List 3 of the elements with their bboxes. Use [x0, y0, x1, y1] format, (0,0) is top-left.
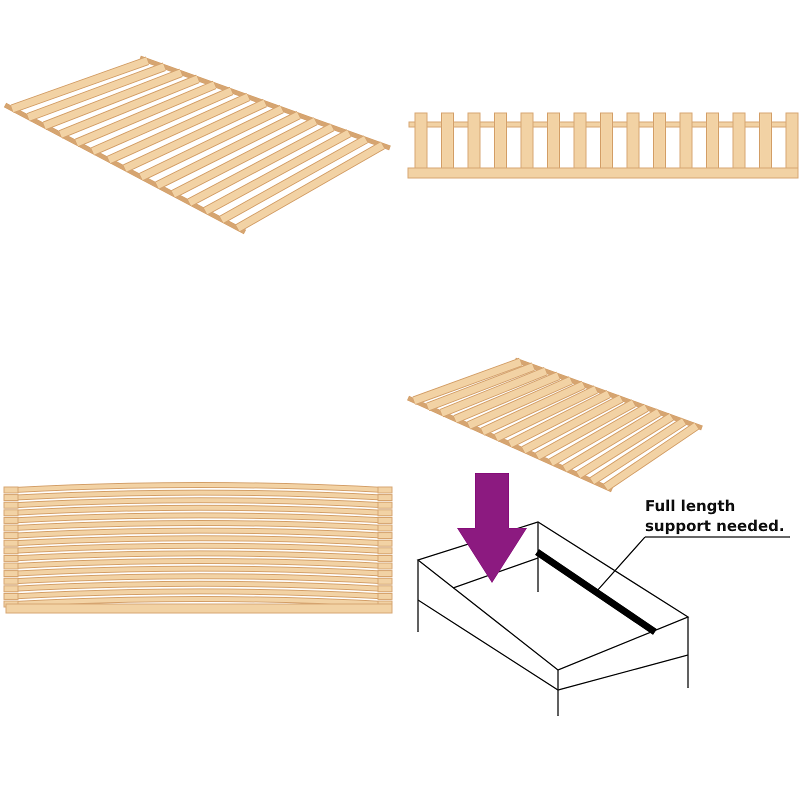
leader-line	[596, 536, 646, 592]
support-bar	[533, 548, 660, 637]
callout-text: Full length support needed.	[645, 496, 795, 536]
